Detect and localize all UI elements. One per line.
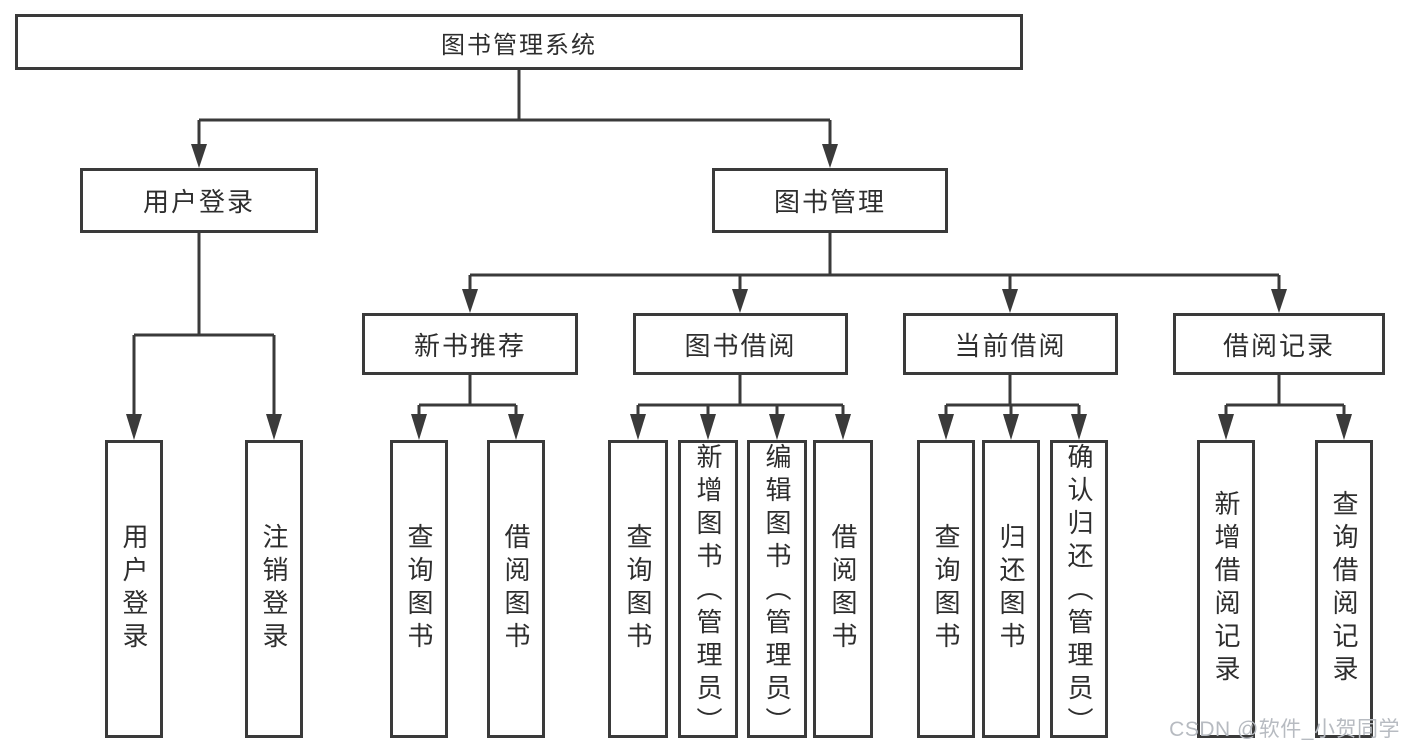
leaf-query-books-borrowing: 查询图书 bbox=[608, 440, 668, 738]
node-book-borrowing: 图书借阅 bbox=[633, 313, 848, 375]
leaf-query-borrow-record-label: 查询借阅记录 bbox=[1329, 490, 1359, 688]
node-user-login-label: 用户登录 bbox=[142, 187, 255, 217]
connector-new-book-recommendation-children bbox=[411, 375, 524, 440]
arrow-down-icon bbox=[732, 289, 748, 313]
arrow-down-icon bbox=[1336, 414, 1352, 440]
arrow-down-icon bbox=[126, 414, 142, 440]
node-new-book-recommendation-label: 新书推荐 bbox=[413, 330, 526, 361]
leaf-confirm-return-admin: 确认归还（管理员） bbox=[1050, 440, 1108, 740]
node-current-borrowing-label: 当前借阅 bbox=[954, 330, 1067, 361]
leaf-borrow-books-borrowing-label: 借阅图书 bbox=[828, 523, 858, 655]
arrow-down-icon bbox=[822, 144, 838, 168]
leaf-add-book-admin: 新增图书（管理员） bbox=[678, 440, 738, 740]
arrow-down-icon bbox=[266, 414, 282, 440]
arrow-down-icon bbox=[700, 414, 716, 440]
node-book-management-label: 图书管理 bbox=[773, 187, 886, 217]
arrow-down-icon bbox=[835, 414, 851, 440]
leaf-query-books-current: 查询图书 bbox=[917, 440, 975, 738]
arrow-down-icon bbox=[1002, 289, 1018, 313]
leaf-edit-book-admin: 编辑图书（管理员） bbox=[747, 440, 807, 740]
leaf-user-login-label: 用户登录 bbox=[119, 523, 149, 655]
arrow-down-icon bbox=[1071, 414, 1087, 440]
node-user-login: 用户登录 bbox=[80, 168, 318, 233]
node-book-borrowing-label: 图书借阅 bbox=[684, 330, 797, 361]
node-borrowing-records: 借阅记录 bbox=[1173, 313, 1385, 375]
connector-user-login-children bbox=[126, 233, 282, 440]
arrow-down-icon bbox=[1218, 414, 1234, 440]
leaf-return-books-label: 归还图书 bbox=[996, 523, 1026, 655]
leaf-query-borrow-record: 查询借阅记录 bbox=[1315, 440, 1373, 738]
arrow-down-icon bbox=[769, 414, 785, 440]
root-node-label: 图书管理系统 bbox=[441, 31, 597, 59]
leaf-return-books: 归还图书 bbox=[982, 440, 1040, 738]
leaf-query-books-current-label: 查询图书 bbox=[931, 523, 961, 655]
leaf-query-books-borrowing-label: 查询图书 bbox=[623, 523, 653, 655]
leaf-confirm-return-admin-label: 确认归还（管理员） bbox=[1064, 443, 1094, 740]
connector-borrowing-records-children bbox=[1218, 375, 1352, 440]
leaf-query-books-recommend-label: 查询图书 bbox=[404, 523, 434, 655]
arrow-down-icon bbox=[191, 144, 207, 168]
leaf-add-borrow-record: 新增借阅记录 bbox=[1197, 440, 1255, 738]
connector-current-borrowing-children bbox=[938, 375, 1087, 440]
leaf-edit-book-admin-label: 编辑图书（管理员） bbox=[762, 443, 792, 740]
leaf-add-borrow-record-label: 新增借阅记录 bbox=[1211, 490, 1241, 688]
arrow-down-icon bbox=[508, 414, 524, 440]
leaf-logout-label: 注销登录 bbox=[259, 523, 289, 655]
root-node: 图书管理系统 bbox=[15, 14, 1023, 70]
csdn-watermark: CSDN @软件_小贺同学 bbox=[1169, 718, 1400, 741]
arrow-down-icon bbox=[630, 414, 646, 440]
arrow-down-icon bbox=[462, 289, 478, 313]
node-new-book-recommendation: 新书推荐 bbox=[362, 313, 578, 375]
arrow-down-icon bbox=[1271, 289, 1287, 313]
node-current-borrowing: 当前借阅 bbox=[903, 313, 1118, 375]
connector-root-to-level2 bbox=[191, 70, 838, 168]
leaf-borrow-books-recommend: 借阅图书 bbox=[487, 440, 545, 738]
arrow-down-icon bbox=[411, 414, 427, 440]
leaf-logout: 注销登录 bbox=[245, 440, 303, 738]
connector-book-management-children bbox=[462, 233, 1287, 313]
leaf-query-books-recommend: 查询图书 bbox=[390, 440, 448, 738]
leaf-borrow-books-recommend-label: 借阅图书 bbox=[501, 523, 531, 655]
node-book-management: 图书管理 bbox=[712, 168, 948, 233]
connector-book-borrowing-children bbox=[630, 375, 851, 440]
node-borrowing-records-label: 借阅记录 bbox=[1222, 330, 1335, 361]
leaf-user-login: 用户登录 bbox=[105, 440, 163, 738]
arrow-down-icon bbox=[938, 414, 954, 440]
leaf-borrow-books-borrowing: 借阅图书 bbox=[813, 440, 873, 738]
leaf-add-book-admin-label: 新增图书（管理员） bbox=[693, 443, 723, 740]
arrow-down-icon bbox=[1003, 414, 1019, 440]
